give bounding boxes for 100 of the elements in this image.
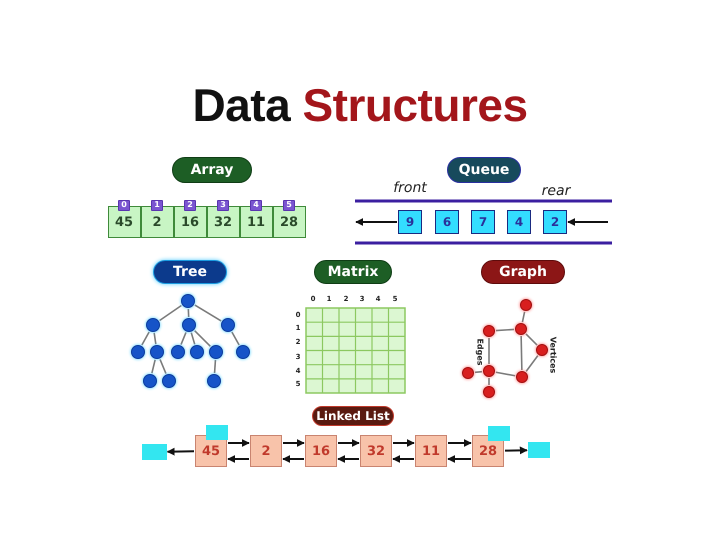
arrow [355, 218, 397, 226]
node-label: 32 [214, 216, 232, 228]
node-label: 11 [422, 444, 440, 458]
connector-line [522, 312, 526, 322]
arrow [393, 439, 415, 447]
arrow [228, 439, 250, 447]
tree-node-circle [236, 345, 250, 359]
list-node-box [195, 435, 227, 467]
section-title-pill [312, 406, 394, 426]
tree-node-circle [146, 318, 160, 332]
graph-vertex-circle [536, 344, 548, 356]
queue-end-label: rear [542, 183, 570, 199]
node-label: 28 [478, 444, 498, 458]
connector-line [153, 332, 157, 344]
node-label: Tree [173, 265, 207, 279]
node-label: 9 [406, 216, 414, 228]
section-title-pill [172, 157, 252, 183]
page-title: Data Structures [191, 78, 529, 132]
array-cell [174, 206, 206, 238]
list-node-box [360, 435, 392, 467]
arrow [504, 446, 528, 454]
connector-line [474, 370, 482, 374]
graph-annotation: Edges [476, 338, 484, 366]
connector-line [526, 355, 538, 372]
node-label: 5 [286, 201, 292, 209]
arrow [337, 455, 359, 463]
node-label: 3 [220, 201, 226, 209]
node-label: Linked List [316, 410, 390, 422]
connector-line [488, 378, 490, 385]
arrow [392, 455, 414, 463]
tree-node-circle [207, 374, 221, 388]
arrow [166, 448, 194, 456]
tree-node-circle [182, 318, 196, 332]
arrow [227, 455, 249, 463]
node-label: 1 [154, 201, 160, 209]
arrow [338, 439, 360, 447]
graph-vertex-circle [516, 371, 528, 383]
null-box [142, 444, 166, 460]
tree-node-circle [143, 374, 157, 388]
null-box [528, 442, 550, 458]
node-label: Array [190, 163, 234, 177]
list-node-box [305, 435, 337, 467]
tree-node-circle [181, 294, 195, 308]
node-label: 2 [550, 216, 560, 228]
node-label: 2 [187, 201, 193, 209]
connector-line [141, 332, 150, 346]
tree-node-circle [131, 345, 145, 359]
node-label: 4 [253, 201, 259, 209]
array-cell [108, 206, 140, 238]
array-cell [206, 206, 240, 238]
connector-line [180, 332, 187, 345]
graph-annotation: Vertices [548, 336, 558, 374]
arrow [567, 218, 608, 226]
index-badge [184, 200, 196, 210]
connector-line [194, 330, 211, 347]
node-label: 45 [202, 444, 220, 458]
index-badge [151, 200, 163, 210]
node-label: 28 [280, 216, 298, 228]
connector-line [496, 371, 516, 377]
index-badge [118, 200, 130, 210]
tree-node-circle [221, 318, 235, 332]
tree-node-circle [171, 345, 185, 359]
section-title-pill [447, 157, 521, 183]
array-cell [240, 206, 272, 238]
connector-line [231, 332, 240, 346]
graph-vertex-circle [483, 325, 495, 337]
tree-node-circle [150, 345, 164, 359]
connector-line [159, 359, 167, 374]
connector-line [151, 360, 156, 374]
list-node-box [415, 435, 447, 467]
queue-cell [543, 210, 567, 234]
node-label: 32 [366, 444, 386, 458]
node-label: 7 [478, 216, 488, 228]
node-label: Matrix [328, 265, 378, 279]
tree-node-circle [162, 374, 176, 388]
graph-vertex-circle [483, 365, 495, 377]
array-cell [140, 206, 174, 238]
arrow [282, 455, 304, 463]
tree-node-circle [190, 345, 204, 359]
node-label: 11 [246, 216, 266, 228]
graph-vertex-circle [515, 323, 527, 335]
node-label: 2 [152, 216, 162, 228]
index-badge [283, 200, 295, 210]
node-label: 16 [180, 216, 200, 228]
connector-line [194, 304, 222, 322]
list-node-box [472, 435, 504, 467]
connector-line [525, 333, 538, 346]
list-node-box [250, 435, 282, 467]
queue-end-label: front [393, 180, 427, 196]
tree-node-circle [209, 345, 223, 359]
graph-vertex-circle [462, 367, 474, 379]
arrow [448, 439, 472, 447]
node-label: 16 [312, 444, 330, 458]
node-label: Queue [458, 163, 510, 177]
node-label: 2 [261, 444, 271, 458]
arrow [447, 455, 471, 463]
graph-vertex-circle [520, 299, 532, 311]
connector-line [159, 304, 182, 322]
connector-line [188, 308, 190, 318]
queue-cell [507, 210, 531, 234]
